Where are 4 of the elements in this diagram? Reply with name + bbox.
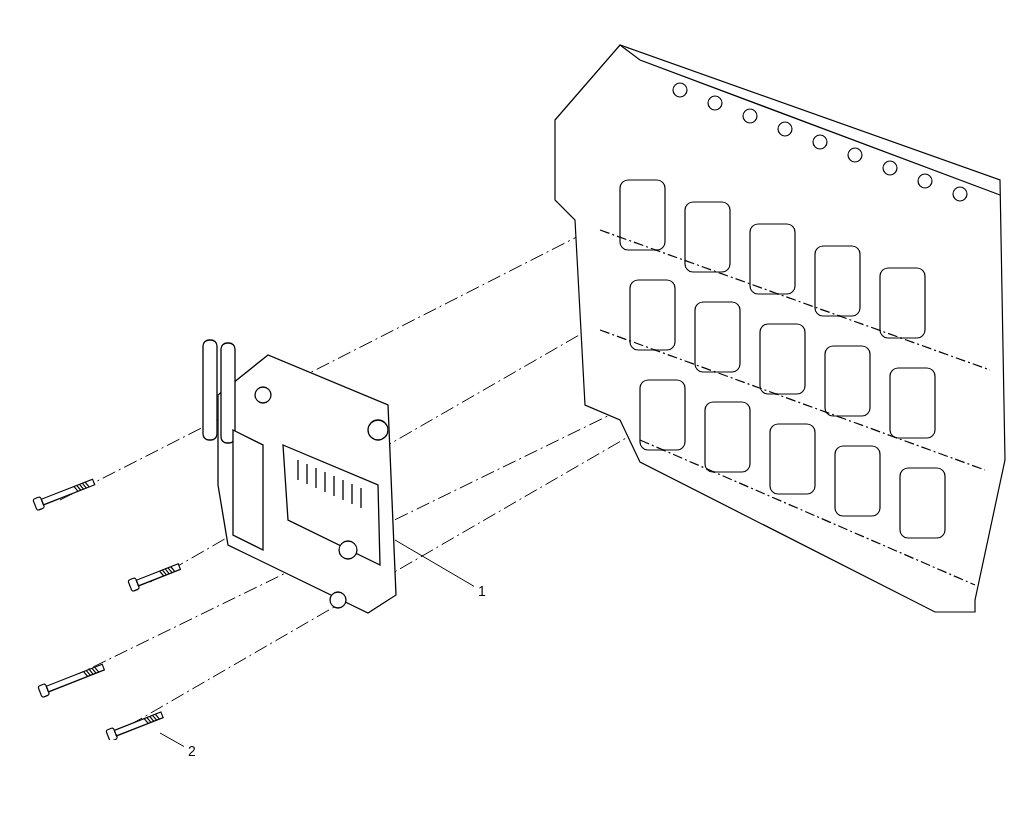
callout-number: 1 <box>474 582 490 600</box>
callout-number: 2 <box>184 742 200 760</box>
leader-line <box>159 732 185 747</box>
leader-line <box>394 539 475 587</box>
